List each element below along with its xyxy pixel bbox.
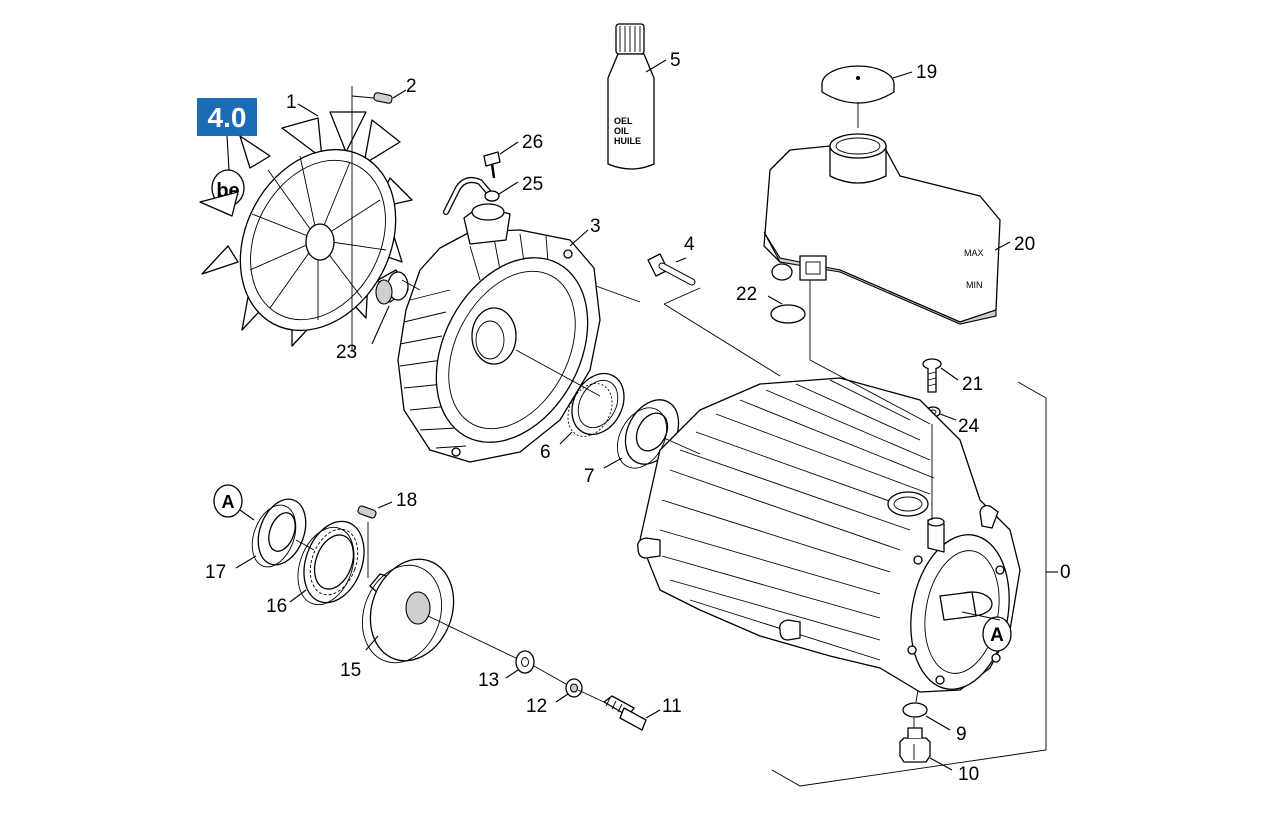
callout-4: 4	[684, 234, 695, 255]
reservoir-tank-part-20: MAX MIN	[763, 133, 1001, 325]
a-symbol-left: A	[213, 484, 243, 518]
callout-5: 5	[670, 50, 681, 71]
fan-part-1	[199, 86, 413, 350]
o-ring-part-22	[770, 304, 806, 324]
callout-11: 11	[662, 696, 682, 717]
o-ring-part-9	[902, 702, 928, 718]
callout-0: 0	[1060, 562, 1071, 583]
bottle-text-2: HUILE	[614, 136, 641, 146]
bottle-text-0: OEL	[614, 116, 633, 126]
callout-13: 13	[478, 670, 499, 691]
callout-21: 21	[962, 374, 983, 395]
callout-26: 26	[522, 132, 543, 153]
bolt-part-11	[603, 695, 647, 731]
callout-18: 18	[396, 490, 417, 511]
callout-24: 24	[958, 416, 980, 437]
callout-19: 19	[916, 62, 937, 83]
callout-7: 7	[584, 466, 595, 487]
tank-max-label: MAX	[964, 248, 984, 258]
section-badge: 4.0	[197, 98, 257, 136]
key-part-18	[357, 505, 377, 519]
callout-3: 3	[590, 216, 601, 237]
screw-part-26	[483, 151, 501, 179]
drain-plug-part-10	[899, 727, 931, 763]
callout-15: 15	[340, 660, 361, 681]
callout-25: 25	[522, 174, 543, 195]
callout-2: 2	[406, 76, 417, 97]
callout-17: 17	[205, 562, 226, 583]
assembly-lines	[295, 95, 1001, 728]
callout-9: 9	[956, 724, 967, 745]
key-part-2	[373, 92, 393, 104]
callout-16: 16	[266, 596, 287, 617]
seal-part-17	[251, 498, 307, 568]
tank-min-label: MIN	[966, 280, 983, 290]
breather-hose-part-25	[443, 177, 500, 215]
callout-22: 22	[736, 284, 757, 305]
cap-part-19	[821, 65, 895, 104]
screw-part-21	[922, 358, 942, 393]
callout-23: 23	[336, 342, 357, 363]
badge-background	[197, 98, 257, 136]
callout-12: 12	[526, 696, 547, 717]
callout-1: 1	[286, 92, 297, 113]
callout-labels: 0 1 2 3 4 5 6 7 9 10 11 12 13 15 16 17 1…	[205, 50, 1071, 785]
badge-label: 4.0	[208, 102, 247, 133]
a-symbol-right: A	[982, 616, 1012, 652]
oil-bottle-part-5: OEL OIL HUILE	[607, 23, 655, 170]
washer-part-13	[515, 650, 535, 674]
a-symbol-right-label: A	[990, 625, 1004, 646]
callout-20: 20	[1014, 234, 1035, 255]
washer-part-12	[565, 678, 583, 698]
bearing-part-16	[297, 520, 365, 606]
gear-ring-part-6	[567, 372, 625, 437]
callout-10: 10	[958, 764, 979, 785]
crankcase-housing	[637, 377, 1021, 693]
screw-part-4	[647, 253, 696, 286]
callout-6: 6	[540, 442, 551, 463]
bushing-part-23	[375, 269, 409, 305]
a-symbol-left-label: A	[222, 492, 235, 512]
bottle-text-1: OIL	[614, 126, 630, 136]
pulley-part-15	[361, 558, 455, 664]
